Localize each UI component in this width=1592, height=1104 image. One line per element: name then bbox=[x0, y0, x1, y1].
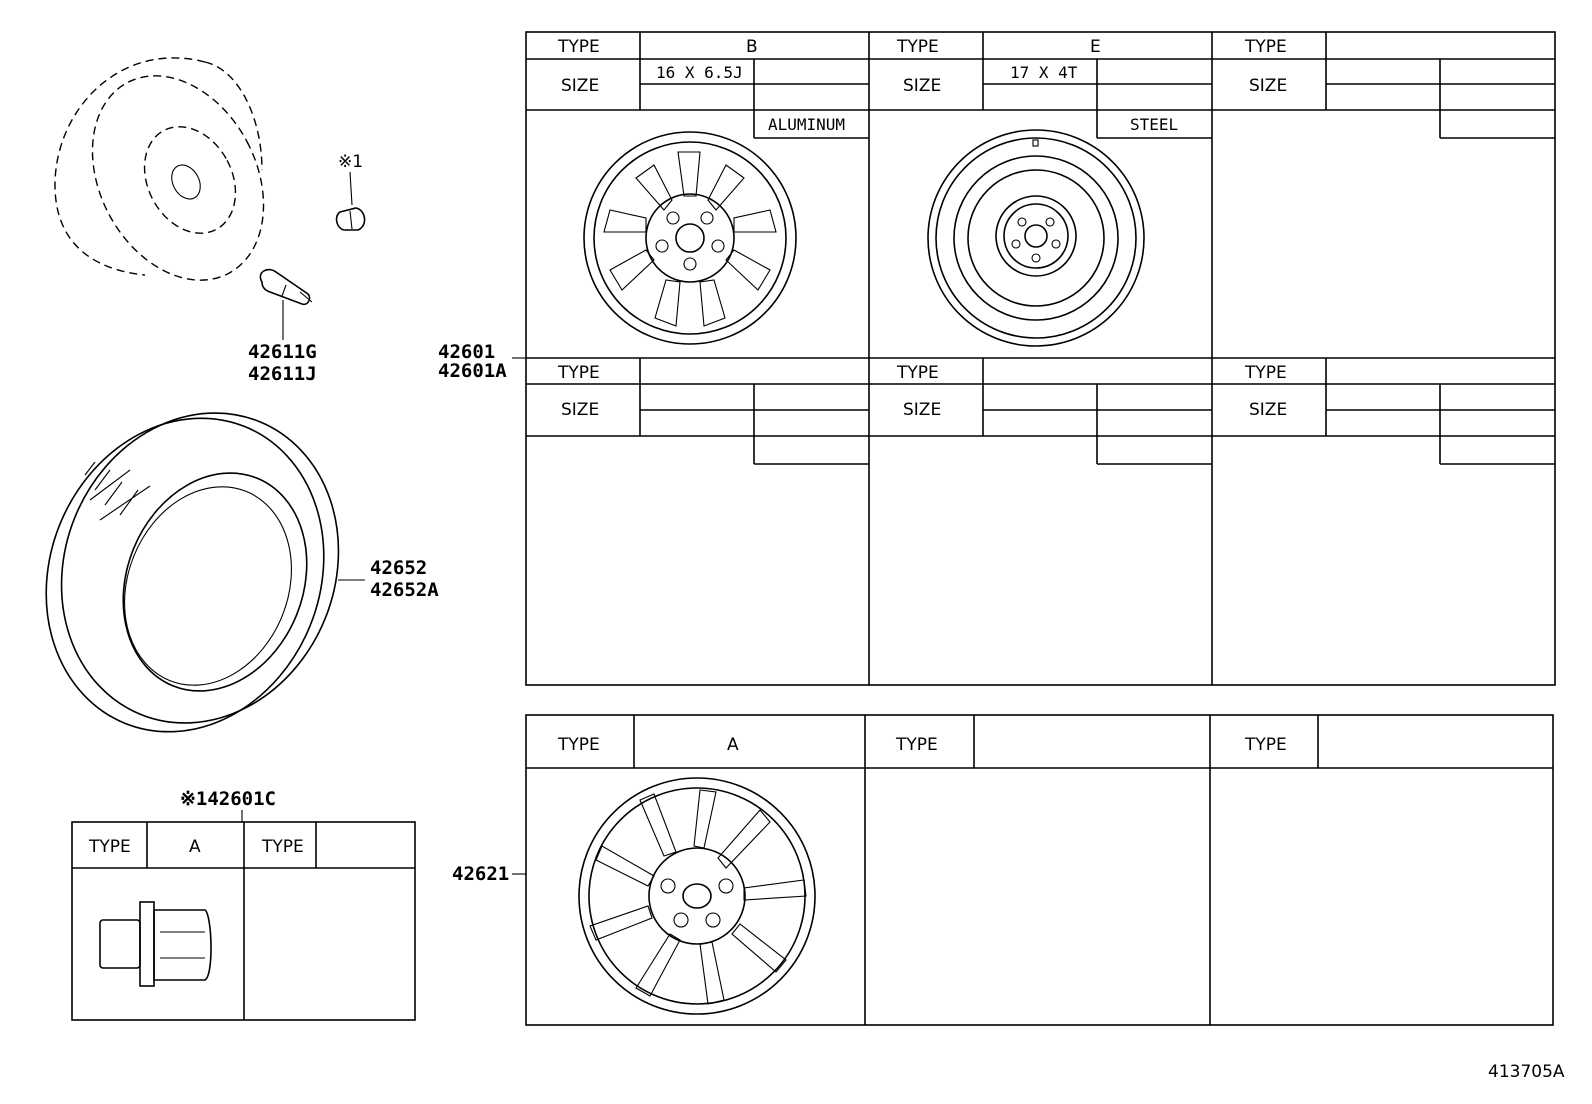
cap-type-label-3: TYPE bbox=[1244, 735, 1287, 755]
cap-type-label-1: TYPE bbox=[557, 735, 600, 755]
wheel-type-value-2: E bbox=[1090, 37, 1101, 57]
wheel-type-value-1: B bbox=[746, 37, 758, 57]
wheel-material-value-1: ALUMINUM bbox=[768, 115, 845, 134]
wheel-size-label-2: SIZE bbox=[903, 76, 941, 96]
wheel-material-value-2: STEEL bbox=[1130, 115, 1178, 134]
wheel-part-number-1: 42601 bbox=[438, 341, 495, 363]
wheel-type-label-2: TYPE bbox=[896, 37, 939, 57]
cap-type-label-2: TYPE bbox=[895, 735, 938, 755]
wheel-cap-part-number: 42621 bbox=[452, 863, 509, 885]
note-mark: ※1 bbox=[338, 152, 363, 172]
diagram-id: 413705A bbox=[1488, 1062, 1565, 1082]
wheel-type-label-6: TYPE bbox=[1244, 363, 1287, 383]
tire-part-number-1: 42652 bbox=[370, 557, 427, 579]
wheel-type-label-5: TYPE bbox=[896, 363, 939, 383]
wheel-cap-table: TYPE A TYPE TYPE bbox=[525, 714, 1554, 1026]
wheel-size-label-3: SIZE bbox=[1249, 76, 1287, 96]
wheel-table: TYPE B SIZE 16 X 6.5J ALUMINUM TYPE E SI… bbox=[525, 31, 1556, 686]
wheel-size-value-1: 16 X 6.5J bbox=[656, 63, 743, 82]
nut-type-label-2: TYPE bbox=[261, 837, 304, 857]
aluminum-wheel-icon bbox=[583, 131, 797, 345]
wheel-type-label-3: TYPE bbox=[1244, 37, 1287, 57]
nut-type-label-1: TYPE bbox=[88, 837, 131, 857]
valve-part-number-2: 42611J bbox=[248, 363, 317, 385]
wheel-type-label-4: TYPE bbox=[557, 363, 600, 383]
wheel-cap-icon bbox=[578, 777, 816, 1015]
lug-nut-part-number: ※142601C bbox=[180, 788, 276, 810]
wheel-bolt-drawing: ※1 bbox=[335, 152, 366, 231]
wheel-size-label-6: SIZE bbox=[1249, 400, 1287, 420]
steel-wheel-icon bbox=[927, 129, 1145, 347]
wheel-size-value-2: 17 X 4T bbox=[1010, 63, 1078, 82]
nut-type-value-1: A bbox=[189, 837, 201, 857]
wheel-part-number-2: 42601A bbox=[438, 360, 507, 382]
valve-drawing bbox=[259, 268, 313, 340]
tire-part-number-2: 42652A bbox=[370, 579, 439, 601]
phantom-wheel-drawing bbox=[54, 57, 265, 281]
lug-nut-icon bbox=[99, 901, 212, 987]
cap-type-value-1: A bbox=[727, 735, 739, 755]
valve-part-number-1: 42611G bbox=[248, 341, 317, 363]
lug-nut-table: TYPE A TYPE bbox=[71, 821, 416, 1021]
wheel-size-label-1: SIZE bbox=[561, 76, 599, 96]
wheel-type-label-1: TYPE bbox=[557, 37, 600, 57]
tire-drawing bbox=[45, 412, 340, 733]
wheel-size-label-4: SIZE bbox=[561, 400, 599, 420]
wheel-size-label-5: SIZE bbox=[903, 400, 941, 420]
